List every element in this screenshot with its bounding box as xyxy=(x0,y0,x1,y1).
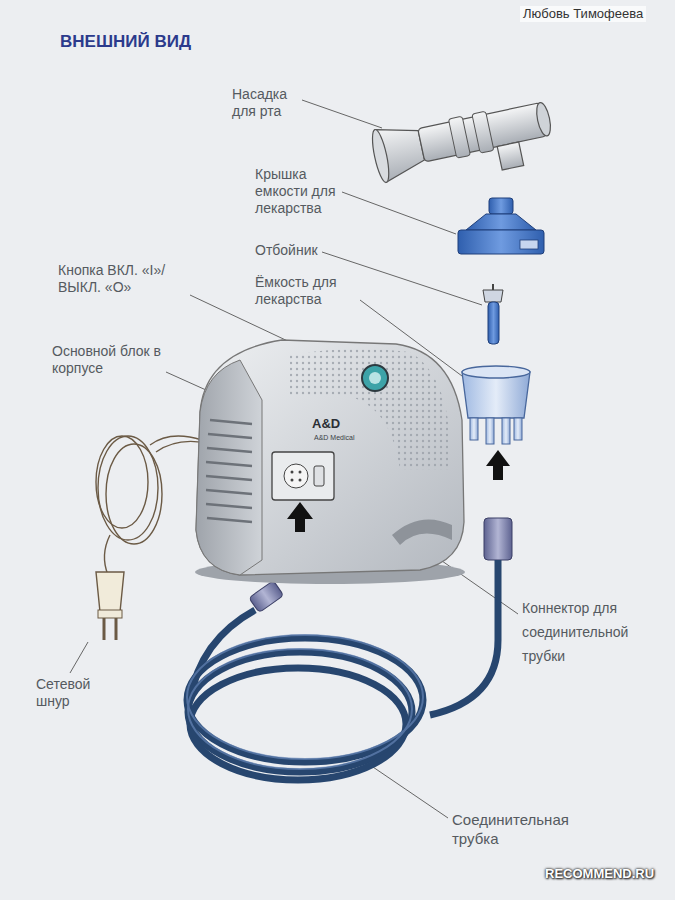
tubing-highlight xyxy=(187,635,423,769)
watermark: Любовь Тимофеева xyxy=(520,6,646,22)
baffle xyxy=(483,284,503,344)
part-label: Насадка для рта xyxy=(232,86,304,120)
leader-lines xyxy=(70,100,518,818)
brand-logo: A&D xyxy=(312,416,340,432)
watermark: RECOMMEND.RU xyxy=(545,866,654,882)
tubing xyxy=(187,560,498,780)
tube-connector xyxy=(484,518,512,560)
part-label: Крышка емкости для лекарства xyxy=(255,166,355,217)
power-plug xyxy=(96,572,124,640)
part-label: Кнопка ВКЛ. «I»/ ВЫКЛ. «O» xyxy=(58,262,188,296)
assembly-arrow xyxy=(486,450,510,480)
compressor-unit xyxy=(195,340,465,584)
part-label: Ёмкость для лекарства xyxy=(255,274,355,308)
part-label: Основной блок в корпусе xyxy=(52,343,164,377)
part-label: Соединительная трубка xyxy=(452,810,612,848)
part-label: Отбойник xyxy=(255,242,318,259)
medicine-cap xyxy=(458,198,544,254)
mouthpiece xyxy=(369,94,558,196)
brand-logo: A&D Medical xyxy=(314,433,354,442)
power-cord xyxy=(96,436,212,575)
medicine-cup xyxy=(462,366,530,444)
part-label: Сетевой шнур xyxy=(36,676,110,710)
tube-end-connector xyxy=(249,581,284,613)
part-label: Коннектор для соединительной трубки xyxy=(522,596,642,668)
page-title: ВНЕШНИЙ ВИД xyxy=(60,32,191,52)
